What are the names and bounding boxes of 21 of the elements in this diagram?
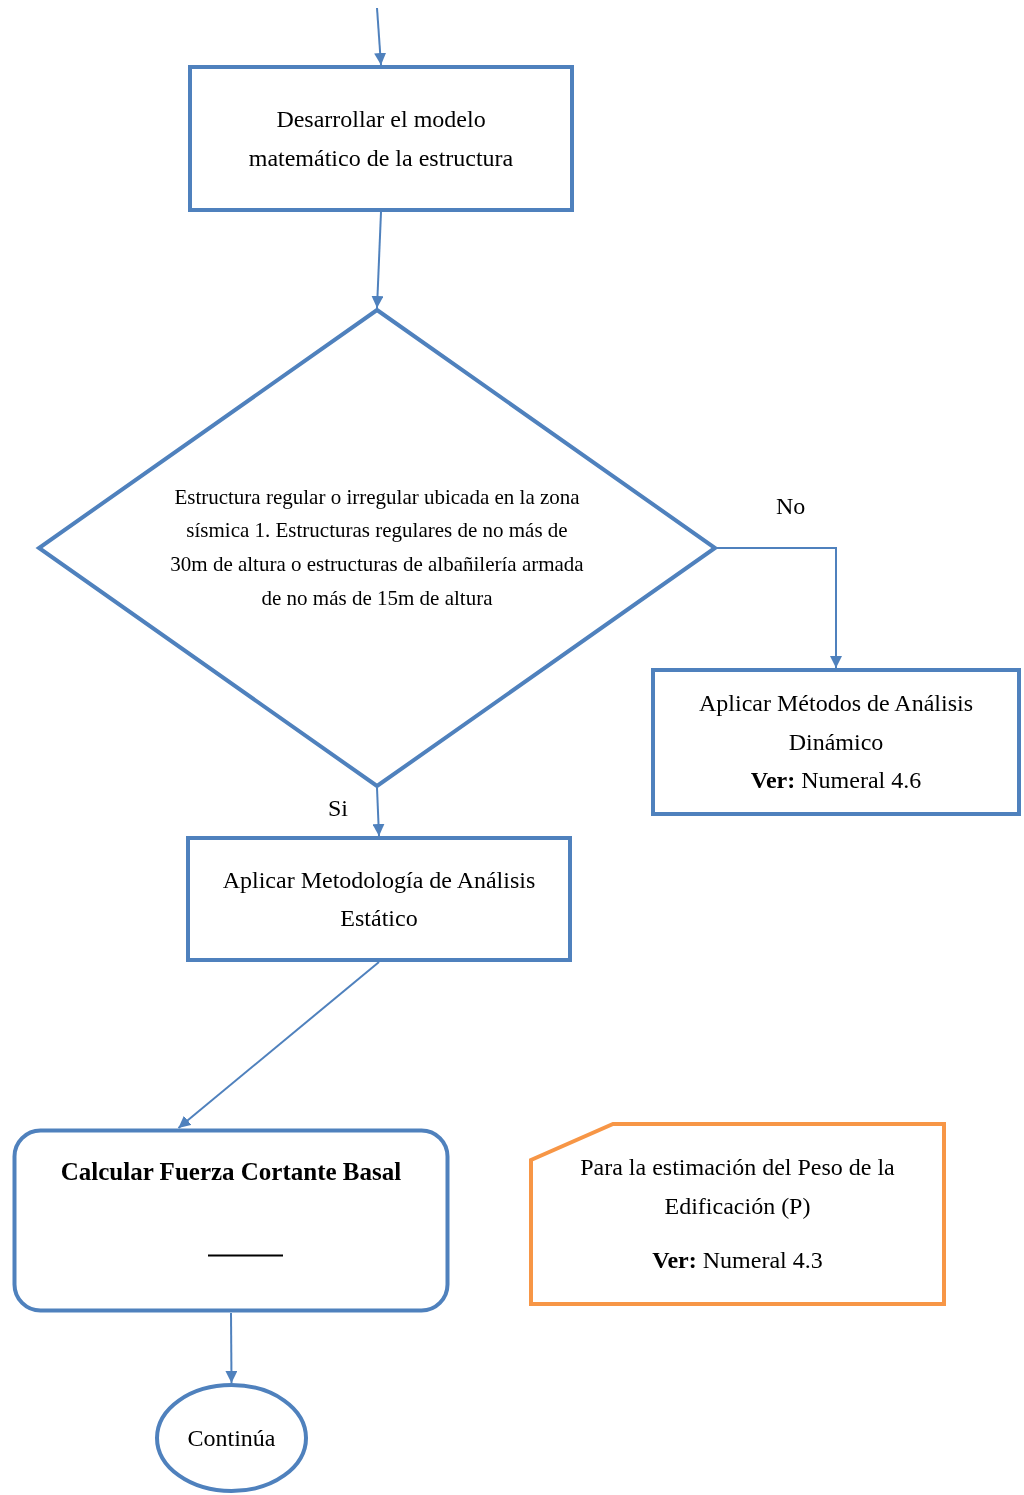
node-text: Desarrollar el modelo matemático de la estructura bbox=[247, 105, 515, 173]
arrow bbox=[374, 7, 387, 66]
node-text: Aplicar Metodología de Análisis Estático bbox=[221, 865, 537, 933]
node-text: Ver: Numeral 4.6 bbox=[749, 766, 923, 796]
node-text: Estructura regular o irregular ubicada en la zona sísmica 1. Estructuras regulares de no más de 30m de altura o estructuras de albañilería armada de no más de 15m de altura bbox=[169, 483, 585, 612]
arrow bbox=[372, 787, 385, 837]
process-box bbox=[12, 1128, 450, 1313]
arrow bbox=[716, 547, 842, 669]
note-box bbox=[529, 1122, 946, 1306]
process-box bbox=[188, 65, 574, 212]
node-text: Ver: Numeral 4.3 bbox=[651, 1246, 824, 1276]
process-box bbox=[651, 668, 1021, 816]
arrow bbox=[177, 961, 380, 1129]
node-text: Para la estimación del Peso de la Edificación (P) bbox=[579, 1153, 896, 1221]
process-box bbox=[186, 836, 572, 962]
node-text: Aplicar Métodos de Análisis Dinámico bbox=[698, 689, 974, 757]
terminal-ellipse bbox=[155, 1383, 308, 1493]
node-text: Continúa bbox=[186, 1423, 277, 1453]
arrow bbox=[225, 1312, 238, 1384]
node-text: Calcular Fuerza Cortante Basal bbox=[59, 1157, 403, 1187]
arrow bbox=[371, 211, 384, 309]
